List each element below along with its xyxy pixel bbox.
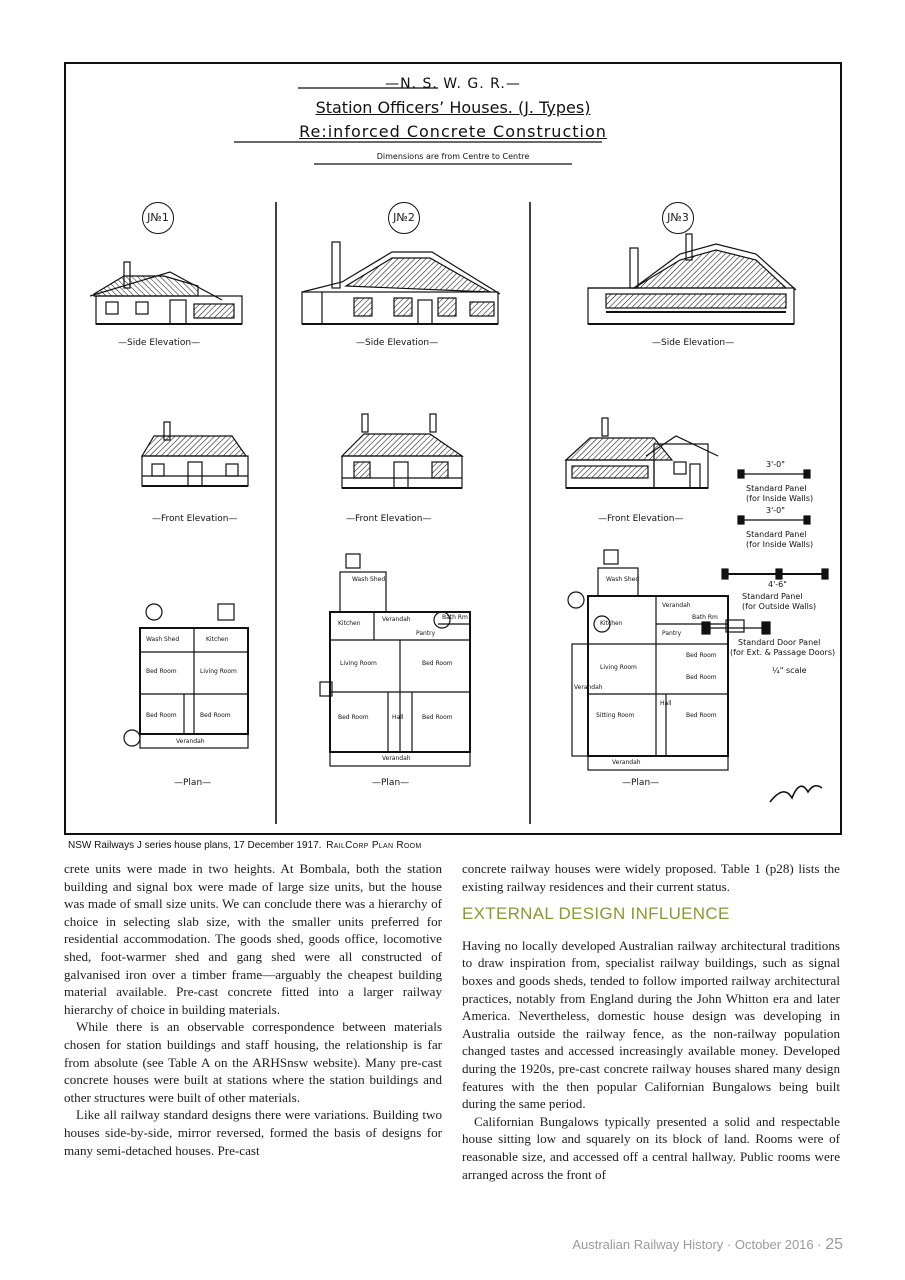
- panel-name: Standard Panel: [742, 592, 803, 601]
- paragraph: concrete railway houses were widely prop…: [462, 861, 840, 894]
- room-label: Bath Rm: [692, 614, 718, 621]
- panel-dimension: 3'-0": [766, 460, 785, 469]
- caption-credit: RailCorp Plan Room: [326, 840, 422, 851]
- j3-side-elevation: [587, 233, 797, 325]
- plate-title-authority: —N. S. W. G. R.—: [385, 76, 521, 92]
- room-label: Verandah: [662, 602, 691, 609]
- j2-side-elevation-label: —Side Elevation—: [356, 338, 439, 348]
- room-label: Pantry: [416, 630, 436, 637]
- j3-floor-plan: [567, 549, 745, 771]
- plan-drawing: —N. S. W. G. R.— Station Officers’ House…: [64, 62, 842, 835]
- room-label: Bath Rm: [442, 614, 468, 621]
- caption-text: NSW Railways J series house plans, 17 De…: [68, 840, 322, 851]
- section-heading: EXTERNAL DESIGN INFLUENCE: [462, 904, 730, 924]
- room-label: Bed Room: [686, 652, 717, 659]
- room-label: Bed Room: [146, 712, 177, 719]
- panel-note: (for Outside Walls): [742, 602, 817, 611]
- panel-note: (for Inside Walls): [746, 494, 814, 503]
- right-column: concrete railway houses were widely prop…: [462, 860, 840, 1183]
- panel-note: (for Ext. & Passage Doors): [730, 648, 836, 657]
- figure-caption: NSW Railways J series house plans, 17 De…: [68, 840, 422, 851]
- page-footer: Australian Railway History · October 201…: [572, 1236, 843, 1254]
- panel-name: Standard Door Panel: [738, 638, 821, 647]
- room-label: Kitchen: [600, 620, 623, 627]
- room-label: Bed Room: [338, 714, 369, 721]
- type-badge-j3: J№3: [662, 202, 694, 234]
- j2-floor-plan: [319, 553, 471, 767]
- room-label: Living Room: [200, 668, 237, 675]
- scale-note: ¼" scale: [772, 666, 807, 675]
- paragraph: Californian Bungalows typically presente…: [462, 1113, 840, 1182]
- room-label: Bed Room: [422, 660, 453, 667]
- footer-publication: Australian Railway History · October 201…: [572, 1237, 822, 1252]
- room-label: Kitchen: [338, 620, 361, 627]
- plate-title-construction: Re:inforced Concrete Construction: [299, 122, 607, 141]
- room-label: Bed Room: [686, 674, 717, 681]
- j3-front-elevation: [564, 417, 719, 489]
- left-column: crete units were made in two heights. At…: [64, 860, 442, 1159]
- j2-front-elevation-label: —Front Elevation—: [346, 514, 432, 524]
- room-label: Kitchen: [206, 636, 229, 643]
- panel-note: (for Inside Walls): [746, 540, 814, 549]
- j2-plan-label: —Plan—: [372, 778, 410, 788]
- j1-side-elevation-label: —Side Elevation—: [118, 338, 201, 348]
- type-badge-j2: J№2: [388, 202, 420, 234]
- room-label: Verandah: [382, 616, 411, 623]
- room-label: Verandah: [612, 759, 641, 766]
- room-label: Hall: [392, 714, 404, 721]
- j2-side-elevation: [301, 241, 501, 325]
- paragraph: While there is an observable corresponde…: [64, 1019, 442, 1105]
- plate-title-dimensions-note: Dimensions are from Centre to Centre: [376, 152, 530, 161]
- panel-name: Standard Panel: [746, 484, 807, 493]
- room-label: Bed Room: [200, 712, 231, 719]
- room-label: Verandah: [382, 755, 411, 762]
- plate-title-heading: Station Officers’ Houses. (J. Types): [315, 98, 591, 117]
- room-label: Living Room: [600, 664, 637, 671]
- room-label: Bed Room: [686, 712, 717, 719]
- j1-side-elevation: [89, 261, 243, 325]
- j1-plan-label: —Plan—: [174, 778, 212, 788]
- room-label: Wash Shed: [352, 576, 386, 583]
- panel-name: Standard Panel: [746, 530, 807, 539]
- signature: [769, 784, 823, 803]
- paragraph: Like all railway standard designs there …: [64, 1107, 442, 1158]
- room-label: Bed Room: [146, 668, 177, 675]
- j3-front-elevation-label: —Front Elevation—: [598, 514, 684, 524]
- room-label: Wash Shed: [606, 576, 640, 583]
- plan-drawing-linework: [89, 87, 829, 824]
- j1-floor-plan: [123, 603, 249, 749]
- panel-dimension: 4'-6": [768, 580, 787, 589]
- page-number: 25: [825, 1236, 843, 1253]
- room-label: Wash Shed: [146, 636, 180, 643]
- room-label: Sitting Room: [596, 712, 635, 719]
- room-label: Pantry: [662, 630, 682, 637]
- standard-panels: [701, 469, 829, 635]
- j3-side-elevation-label: —Side Elevation—: [652, 338, 735, 348]
- panel-dimension: 3'-0": [766, 506, 785, 515]
- type-badge-j1: J№1: [142, 202, 174, 234]
- room-label: Hall: [660, 700, 672, 707]
- j3-plan-label: —Plan—: [622, 778, 660, 788]
- paragraph: crete units were made in two heights. At…: [64, 861, 442, 1017]
- j2-front-elevation: [340, 413, 464, 489]
- room-label: Verandah: [574, 684, 603, 691]
- room-label: Verandah: [176, 738, 205, 745]
- paragraph: Having no locally developed Australian r…: [462, 937, 840, 1112]
- j1-front-elevation: [140, 421, 249, 487]
- room-label: Living Room: [340, 660, 377, 667]
- room-label: Bed Room: [422, 714, 453, 721]
- j1-front-elevation-label: —Front Elevation—: [152, 514, 238, 524]
